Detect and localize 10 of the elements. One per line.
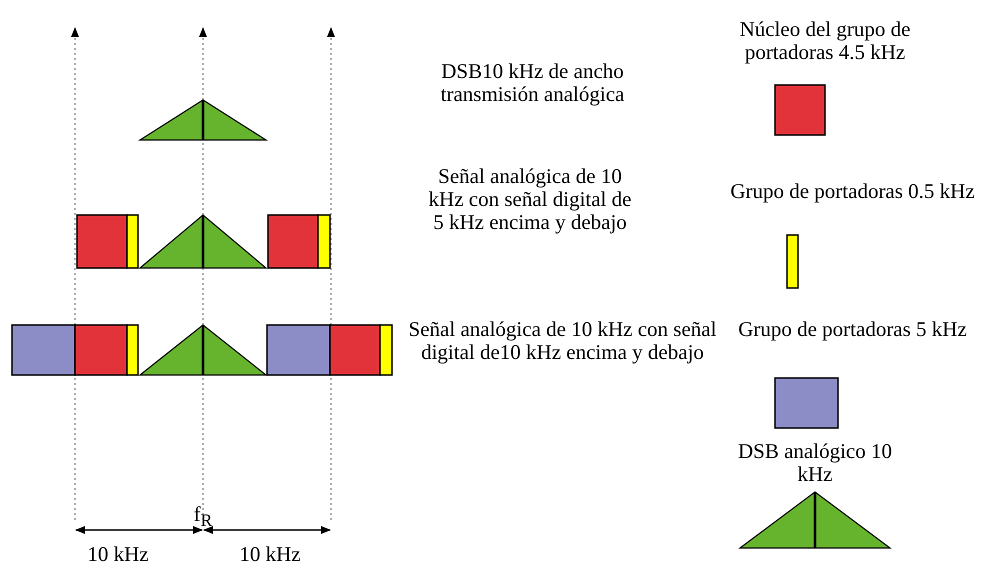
frequency-label: f$_{R}$ <box>192 503 214 532</box>
legend-label: Núcleo del grupo de portadoras 4.5 kHz <box>738 18 912 64</box>
legend-label: Grupo de portadoras 0.5 kHz <box>729 180 976 203</box>
signal-caption: Señal analógica de 10 kHz con señal digital de 5 kHz encima y debajo <box>428 165 632 234</box>
signal-caption: DSB10 kHz de ancho transmisión analógica <box>440 60 626 106</box>
legend-label: Grupo de portadoras 5 kHz <box>737 318 968 341</box>
dimension-label: 10 kHz <box>86 543 150 566</box>
signal-caption: Señal analógica de 10 kHz con señal digital de10 kHz encima y debajo <box>408 318 718 364</box>
legend-label: DSB analógico 10 kHz <box>737 440 893 486</box>
dimension-label: 10 kHz <box>238 543 302 566</box>
